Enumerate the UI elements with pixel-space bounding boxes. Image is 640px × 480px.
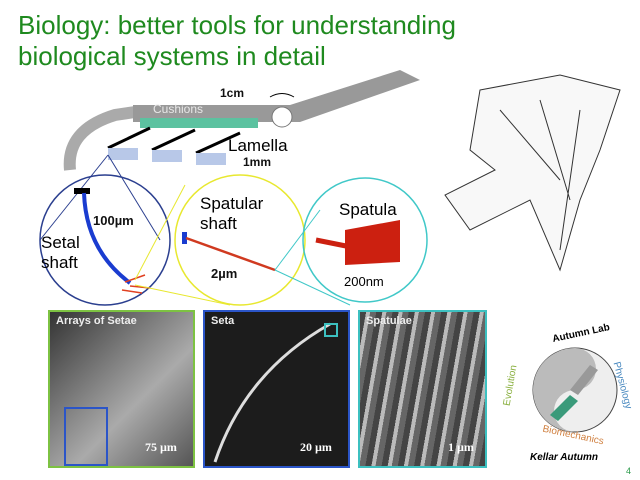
yin-yang-gecko-icon — [532, 347, 618, 433]
scale-bar-label: 20 µm — [300, 440, 332, 454]
panel-spatulae: Spatulae 1 µm — [358, 310, 487, 468]
label-cushions: Cushions — [153, 102, 204, 116]
label-2um: 2µm — [211, 266, 238, 281]
scale-bar-label: 75 µm — [145, 440, 177, 454]
autumn-lab-logo: Autumn Lab Evolution Physiology Biomecha… — [502, 320, 635, 450]
author-name: Kellar Autumn — [530, 452, 598, 463]
panel-title: Seta — [211, 315, 235, 327]
label-lamella: Lamella — [228, 136, 288, 155]
label-1cm: 1cm — [220, 86, 245, 100]
title-line-1: Biology: better tools for understanding — [18, 10, 456, 40]
panel-seta: Seta 20 µm — [203, 310, 350, 468]
label-spatula: Spatula — [339, 200, 397, 219]
label-200nm: 200nm — [344, 274, 384, 289]
label-1mm: 1mm — [243, 155, 272, 169]
shaft-text: shaft — [41, 253, 78, 272]
setal-text: Setal — [41, 233, 80, 252]
gecko-adhesion-diagram — [39, 70, 621, 306]
page-number: 4 — [626, 466, 632, 476]
panel-title: Spatulae — [366, 315, 412, 327]
spatular-text: Spatular — [200, 194, 264, 213]
highlight-box — [64, 407, 108, 466]
scale-bar-label: 1 µm — [448, 440, 474, 454]
gecko-foot-sketch — [444, 74, 621, 272]
label-100um: 100µm — [93, 213, 134, 228]
seta-image — [213, 322, 338, 463]
panel-arrays-of-setae: Arrays of Setae 75 µm — [48, 310, 195, 468]
title-line-2: biological systems in detail — [18, 41, 326, 71]
slide-title: Biology: better tools for understanding … — [18, 10, 456, 72]
spatular-shaft-text: shaft — [200, 214, 237, 233]
panel-title: Arrays of Setae — [56, 315, 137, 327]
